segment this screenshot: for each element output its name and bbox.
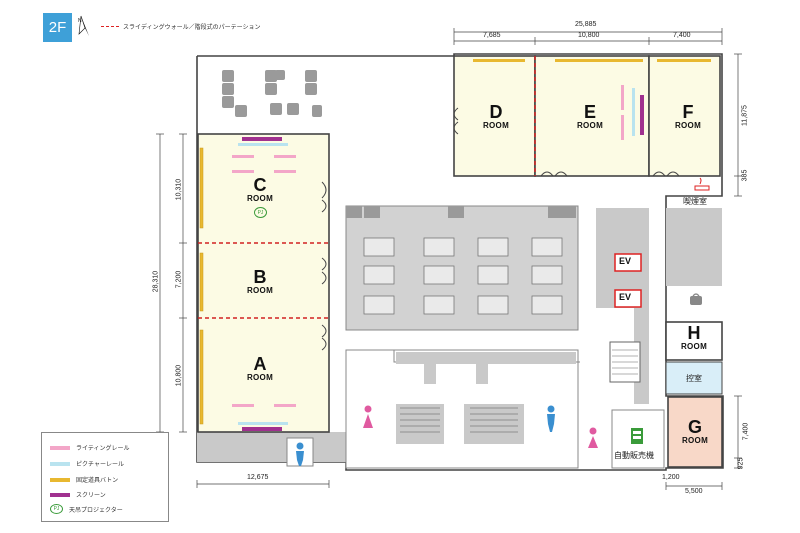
room-f-letter: F [682, 102, 694, 122]
room-abc-block[interactable] [197, 133, 330, 433]
legend-item: 固定道具バトン [50, 475, 118, 484]
elevator-2-label: EV [619, 292, 632, 302]
room-h-label[interactable]: H ROOM [662, 324, 726, 351]
room-h-letter: H [687, 323, 701, 343]
room-f-label[interactable]: F ROOM [656, 103, 720, 130]
dim-top-total: 25,885 [575, 21, 597, 28]
room-h-word: ROOM [680, 342, 708, 351]
baton-rails-abc [199, 147, 204, 425]
lounge-seating [222, 70, 322, 117]
doors-def [453, 107, 680, 177]
svg-text:N: N [78, 18, 82, 24]
screen-c [242, 137, 282, 141]
north-compass-icon: N [78, 15, 89, 36]
lighting-rail-swatch [50, 445, 70, 450]
screen-a [242, 427, 282, 431]
room-d-label[interactable]: D ROOM [464, 103, 528, 130]
legend-label: 天吊プロジェクター [69, 507, 123, 514]
room-b-label[interactable]: B ROOM [228, 268, 292, 295]
lighting-rails-abc [232, 155, 296, 407]
legend-label: スクリーン [76, 493, 106, 499]
smoking-icon [694, 177, 710, 191]
restroom-block [345, 349, 580, 469]
picture-rail-e [632, 88, 635, 136]
partition-legend-label: スライディングウォール／階段式のパーテーション [123, 25, 261, 31]
legend-box: ライティングレール ピクチャーレール 固定道具バトン スクリーン PJ 天吊プロ… [41, 432, 169, 522]
waiting-room-area[interactable] [665, 361, 723, 395]
dim-top-d: 7,685 [483, 32, 501, 39]
projector-c-icon: PJ [254, 207, 267, 218]
dim-top-e: 10,800 [578, 32, 600, 39]
room-a-word: ROOM [246, 373, 274, 382]
elevator-1-label: EV [619, 256, 632, 266]
dashed-partition-icon [101, 26, 119, 27]
legend-label: ピクチャーレール [76, 462, 124, 468]
baton-rails-def [473, 59, 711, 62]
room-c-label[interactable]: C ROOM [228, 176, 292, 203]
central-lobby [345, 205, 579, 331]
dim-right-small: 385 [741, 169, 749, 182]
room-h-area[interactable] [665, 321, 723, 361]
female-restroom-icon-2 [588, 427, 598, 448]
dim-left-a: 10,800 [175, 364, 183, 387]
room-e-word: ROOM [576, 121, 604, 130]
smoking-room-label: 喫煙室 [683, 197, 707, 206]
room-d-letter: D [489, 102, 503, 122]
screen-e [640, 95, 644, 135]
elevator-2-frame[interactable] [614, 289, 642, 308]
female-restroom-icon-1 [363, 405, 373, 428]
room-a-letter: A [253, 354, 267, 374]
male-restroom-icon-2 [296, 442, 304, 466]
room-f-word: ROOM [674, 121, 702, 130]
room-g-letter: G [687, 417, 702, 437]
elevator-1-frame[interactable] [614, 253, 642, 272]
room-g-area[interactable] [667, 396, 723, 468]
legend-label: 固定道具バトン [76, 478, 119, 484]
dim-bottom-g: 5,500 [685, 488, 703, 495]
picture-rail-c [238, 143, 288, 146]
baton-swatch [50, 477, 70, 482]
dim-left-b: 7,200 [175, 270, 183, 289]
room-f-area[interactable] [648, 55, 721, 177]
lounge-bag-icon [690, 293, 702, 305]
room-d-word: ROOM [482, 121, 510, 130]
room-c-letter: C [253, 175, 267, 195]
dim-bottom-left: 12,675 [247, 474, 269, 481]
picture-rail-a [238, 422, 288, 425]
legend-item: スクリーン [50, 490, 106, 499]
legend-item: PJ 天吊プロジェクター [50, 504, 123, 514]
room-a-label[interactable]: A ROOM [228, 355, 292, 382]
room-g-word: ROOM [681, 436, 709, 445]
legend-item: ライティングレール [50, 443, 130, 452]
male-restroom-icon-1 [547, 405, 555, 432]
room-e-label[interactable]: E ROOM [558, 103, 622, 130]
dim-right-def: 11,875 [741, 105, 749, 126]
dim-left-total: 28,310 [152, 270, 160, 293]
dim-right-g: 7,400 [742, 422, 750, 441]
partition-legend: スライディングウォール／階段式のパーテーション [101, 22, 260, 31]
lighting-rails-e [621, 85, 624, 140]
dim-top-f: 7,400 [673, 32, 691, 39]
dimension-lines [156, 28, 742, 490]
room-b-word: ROOM [246, 286, 274, 295]
waiting-room-label: 控室 [686, 374, 702, 383]
room-b-letter: B [253, 267, 267, 287]
room-g-label[interactable]: G ROOM [663, 418, 727, 445]
screen-swatch [50, 492, 70, 497]
doors-abc [321, 181, 327, 351]
projector-legend-icon: PJ [50, 504, 63, 514]
picture-rail-swatch [50, 461, 70, 466]
room-c-word: ROOM [246, 194, 274, 203]
legend-item: ピクチャーレール [50, 459, 124, 468]
room-e-letter: E [583, 102, 596, 122]
stair-lines [612, 349, 638, 375]
floor-badge: 2F [43, 13, 72, 42]
dim-bottom-gap: 1,200 [662, 474, 680, 481]
dim-left-c: 10,310 [175, 178, 183, 201]
vending-label: 自動販売機 [614, 451, 654, 460]
legend-label: ライティングレール [76, 446, 130, 452]
dim-right-g-small: 925 [737, 457, 745, 470]
